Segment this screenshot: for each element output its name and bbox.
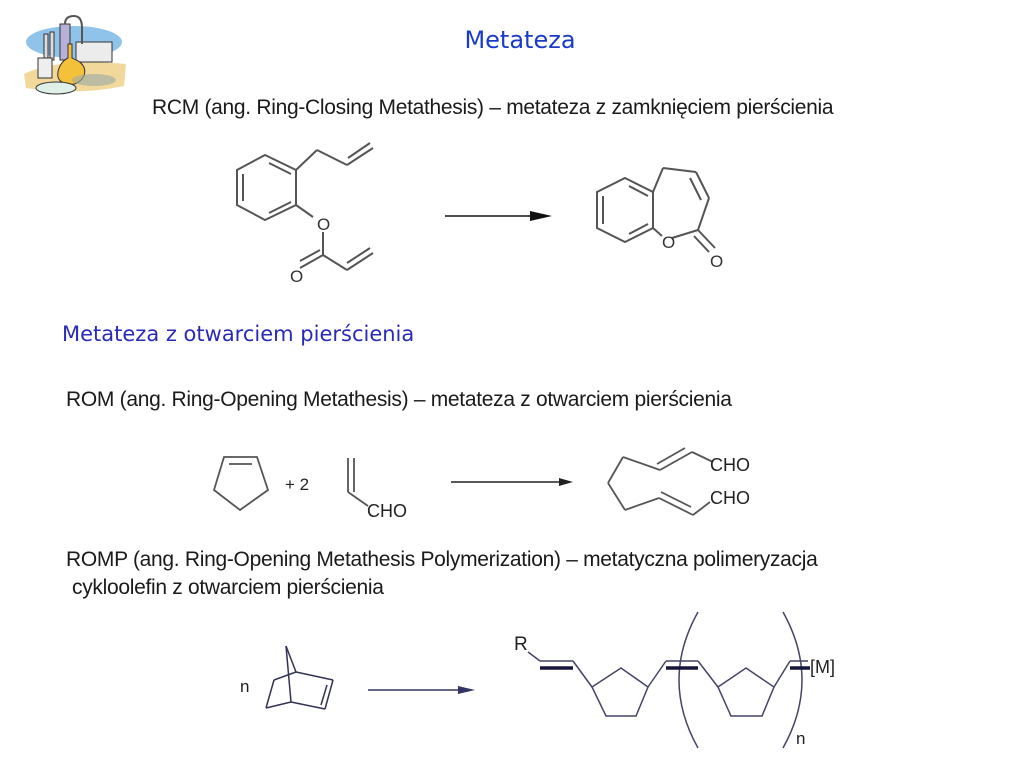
slide-title: Metateza xyxy=(464,26,576,54)
romp-monomer-coefficient: n xyxy=(240,677,249,696)
rom-reagent-cho: CHO xyxy=(367,501,407,521)
reaction-arrow-icon xyxy=(445,211,552,221)
romp-end-group: [M] xyxy=(810,657,835,677)
rcm-definition: RCM (ang. Ring-Closing Metathesis) – met… xyxy=(152,96,834,119)
romp-definition-line1: ROMP (ang. Ring-Opening Metathesis Polym… xyxy=(66,548,818,571)
romp-repeat-subscript: n xyxy=(796,729,805,748)
section-title: Metateza z otwarciem pierścienia xyxy=(62,322,415,346)
reaction-arrow-icon xyxy=(451,478,573,486)
reaction-arrow-icon xyxy=(368,686,475,694)
rom-product-cho-top: CHO xyxy=(710,455,750,475)
romp-r-group: R xyxy=(514,634,528,655)
romp-reaction-scheme: n R [M] n xyxy=(240,611,835,749)
rcm-reaction-scheme: O O O O xyxy=(236,142,723,286)
romp-definition: ROMP (ang. Ring-Opening Metathesis Polym… xyxy=(66,546,818,602)
rom-plus-two: + 2 xyxy=(285,475,309,494)
rcm-reactant-ether-o: O xyxy=(317,215,330,234)
rom-reaction-scheme: + 2 CHO CHO CHO xyxy=(212,447,750,521)
chemistry-lab-clipart-icon xyxy=(24,14,126,95)
rcm-product-carbonyl-o: O xyxy=(710,252,723,271)
rom-definition: ROM (ang. Ring-Opening Metathesis) – met… xyxy=(66,388,732,411)
rcm-reactant-carbonyl-o: O xyxy=(290,267,303,286)
romp-definition-line2: cykloolefin z otwarciem pierścienia xyxy=(72,576,384,599)
rcm-product-ring-o: O xyxy=(662,233,675,252)
rom-product-cho-bottom: CHO xyxy=(710,488,750,508)
